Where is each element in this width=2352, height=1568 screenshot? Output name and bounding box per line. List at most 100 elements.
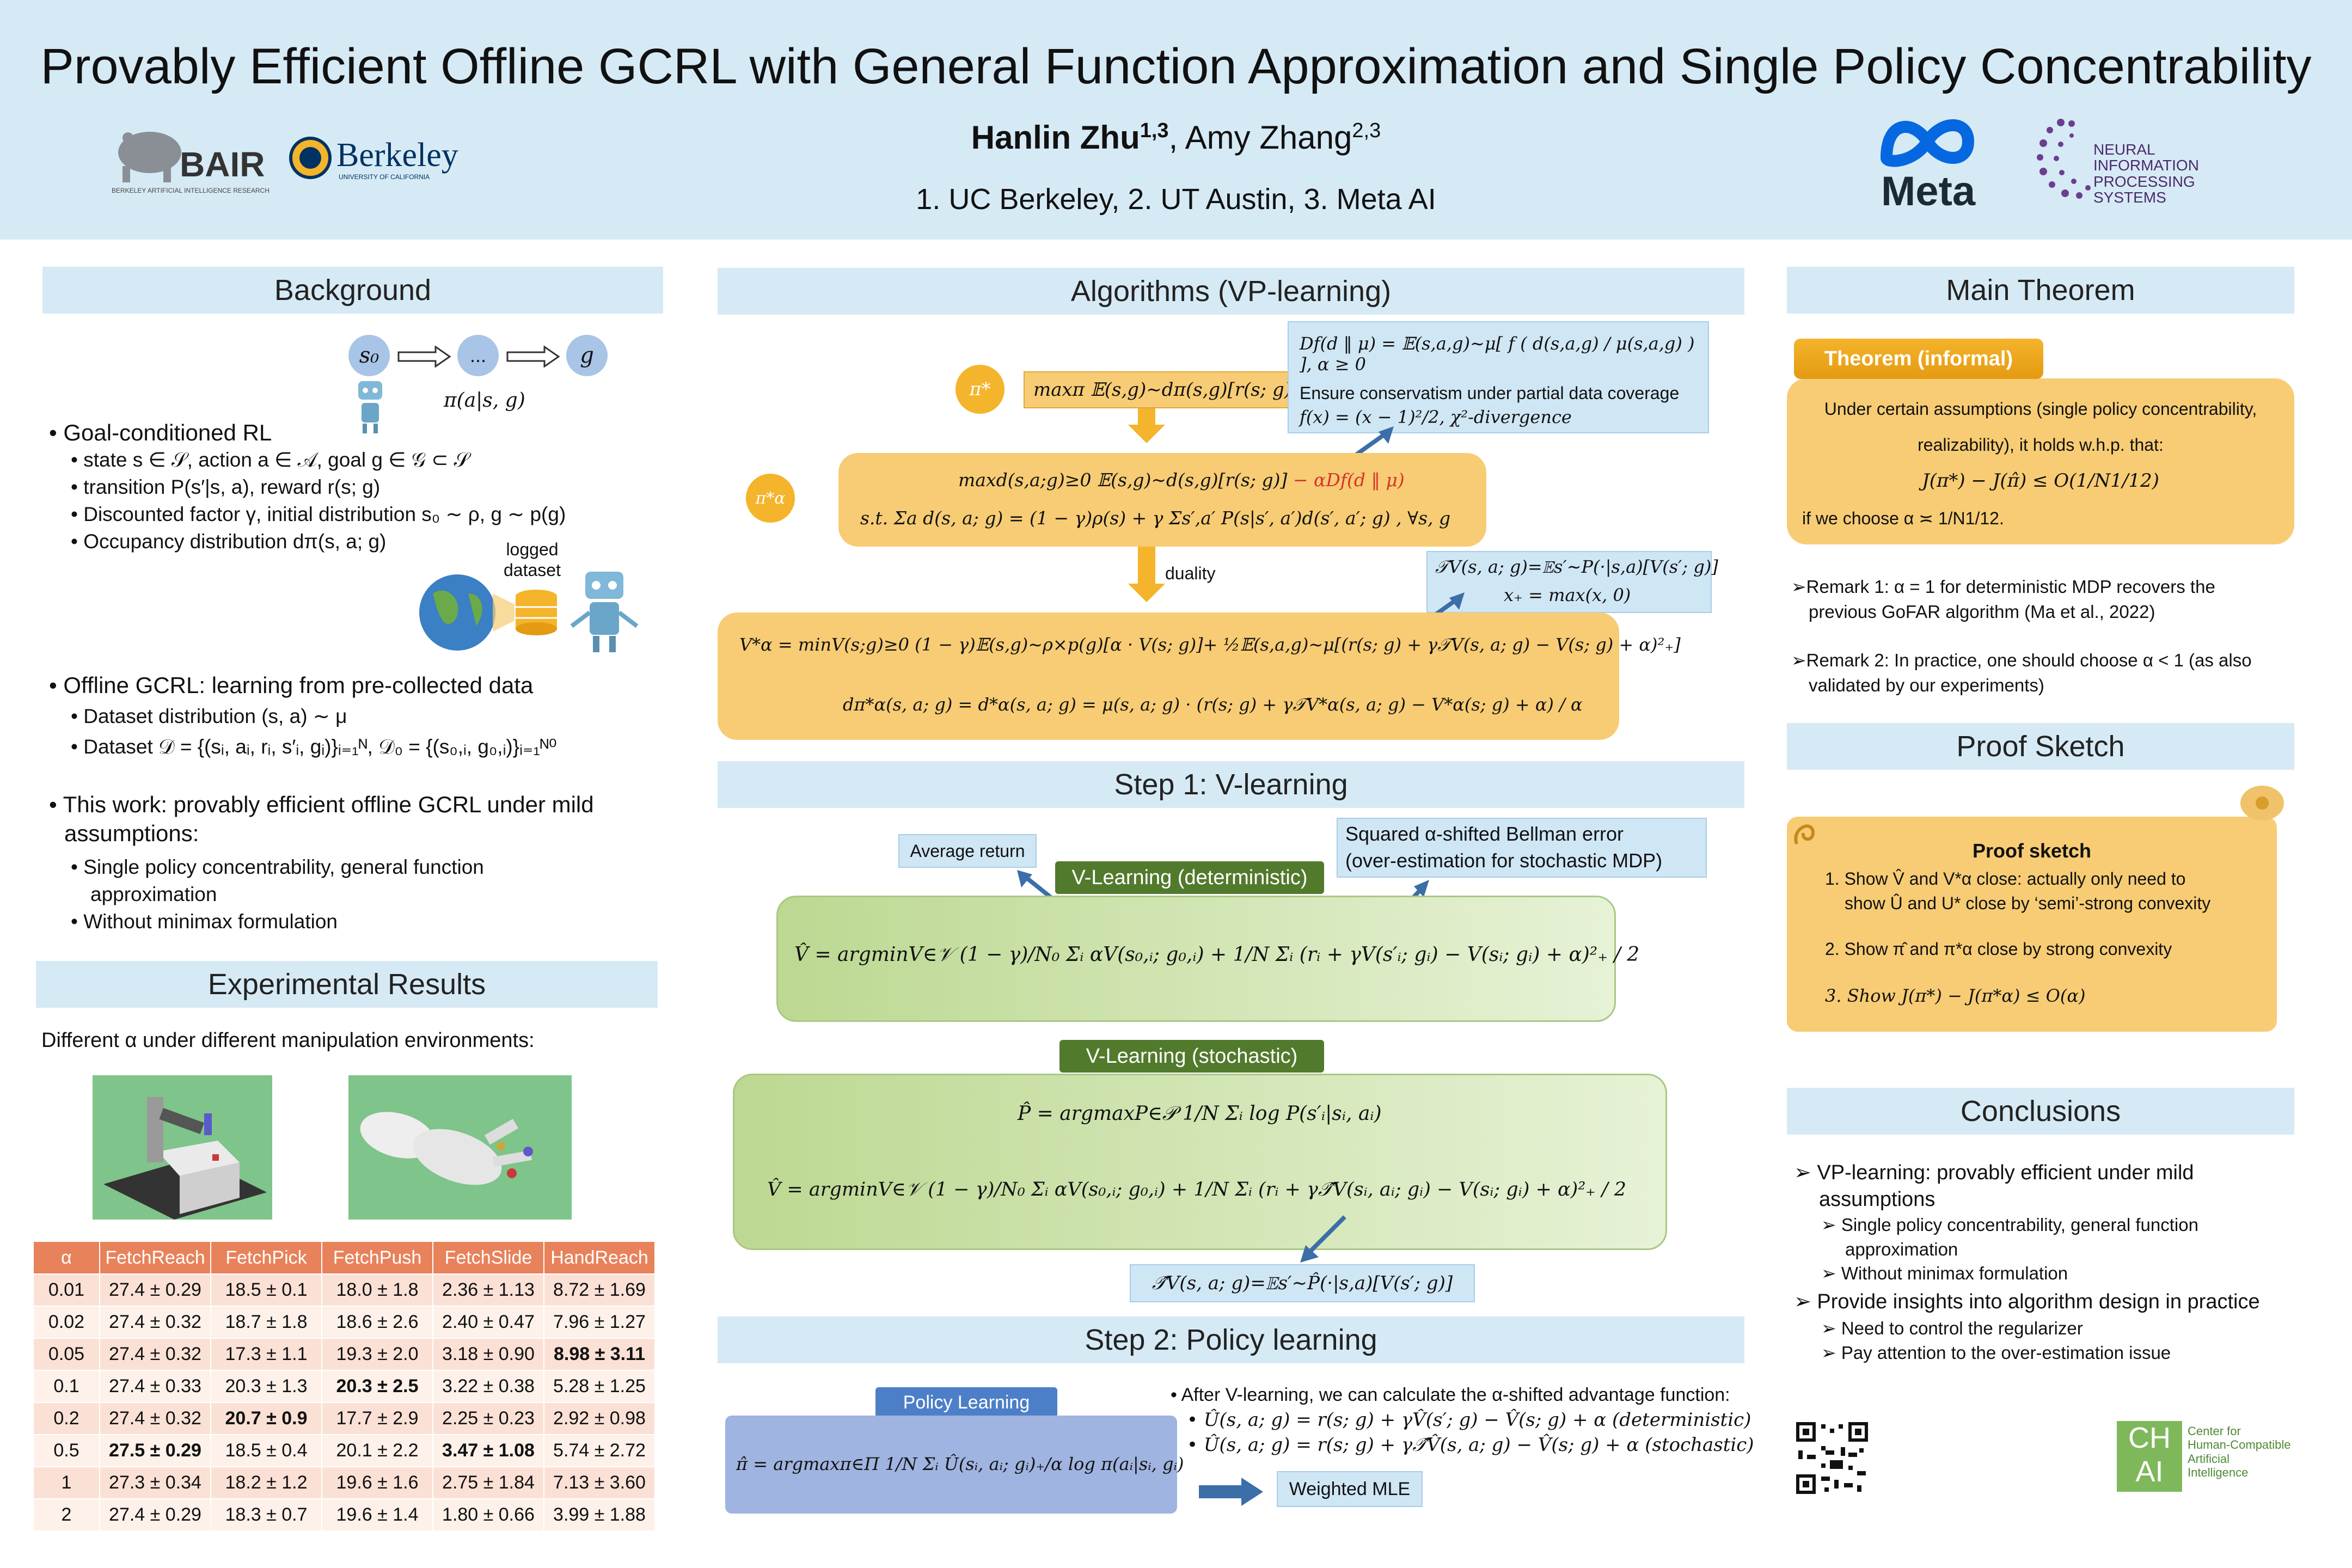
table-cell: 2.25 ± 0.23 [432, 1402, 544, 1435]
robot-agent-icon [358, 381, 382, 433]
table-cell: 27.4 ± 0.33 [99, 1370, 211, 1403]
chevron-right-icon: ➢ [1794, 1161, 1817, 1184]
goal-rl-list: • state s ∈ 𝒮, action a ∈ 𝒜, goal g ∈ 𝒢 … [71, 446, 670, 555]
chai-line: Intelligence [2188, 1465, 2249, 1479]
goal-rl-text: Goal-conditioned RL [63, 420, 272, 445]
table-cell: 2.92 ± 0.98 [543, 1402, 656, 1435]
bair-subtext: BERKELEY ARTIFICIAL INTELLIGENCE RESEARC… [112, 187, 270, 194]
chai-text: Center for Human-Compatible Artificial I… [2188, 1424, 2291, 1479]
list-item-text: state s ∈ 𝒮, action a ∈ 𝒜, goal g ∈ 𝒢 ⊂ … [83, 449, 470, 471]
bair-text: BAIR [180, 145, 265, 184]
table-cell: 0.5 [33, 1434, 100, 1467]
conclusion1-line1: VP-learning: provably efficient under mi… [1817, 1161, 2194, 1184]
list-item-text: Without minimax formulation [1841, 1263, 2068, 1284]
table-cell: 17.7 ± 2.9 [321, 1402, 433, 1435]
list-item-text: Occupancy distribution dπ(s, a; g) [83, 530, 387, 553]
table-cell: 20.7 ± 0.9 [210, 1402, 322, 1435]
table-cell: 18.5 ± 0.1 [210, 1273, 322, 1307]
arrow-shaft [1138, 408, 1155, 427]
table-cell: 0.01 [33, 1273, 100, 1307]
chevron-right-icon: ➢ [1821, 1342, 1841, 1363]
theorem-alpha-choice: if we choose α ≍ 1/N1/12. [1802, 509, 2004, 528]
arrow-shaft [1138, 547, 1155, 585]
v-learning-sto-box: P̂ = argmaxP∈𝒫 1/N Σᵢ log P(s′ᵢ|sᵢ, aᵢ) … [733, 1074, 1667, 1250]
col-fetchpush: FetchPush [321, 1241, 433, 1275]
proof-step1: 1. Show V̂ and V*α close: actually only … [1825, 867, 2210, 916]
dual-problem-box: V*α = minV(s;g)≥0 (1 − γ)𝔼(s,g)∼ρ×p(g)[α… [718, 612, 1681, 740]
pi-alpha-badge: π*α [746, 474, 795, 523]
offline-gcrl-list: • Dataset distribution (s, a) ∼ μ • Data… [71, 701, 670, 762]
advantage-det: Û(s, a; g) = r(s; g) + γV̂(s′; g) − V̂(s… [1203, 1408, 1751, 1431]
qr-code-icon[interactable] [1794, 1420, 1870, 1496]
table-cell: 18.5 ± 0.4 [210, 1434, 322, 1467]
chevron-right-icon: ➢ [1821, 1318, 1841, 1338]
table-cell: 27.4 ± 0.32 [99, 1338, 211, 1371]
table-cell: 7.13 ± 3.60 [543, 1466, 656, 1499]
step1-heading: Step 1: V-learning [718, 761, 1744, 808]
theorem-box: Under certain assumptions (single policy… [1787, 378, 2294, 544]
dual-occupancy: dπ*α(s, a; g) = d*α(s, a; g) = μ(s, a; g… [843, 694, 1583, 715]
table-cell: 3.47 ± 1.08 [432, 1434, 544, 1467]
proof-scroll: Proof sketch 1. Show V̂ and V*α close: a… [1787, 817, 2277, 1032]
list-item: • Û(s, a; g) = r(s; g) + γ𝒯̂V̂(s, a; g) … [1187, 1434, 1754, 1456]
scroll-curl-icon [1794, 824, 1815, 844]
arrow-down-left-icon [1300, 1215, 1346, 1263]
table-header-row: α FetchReach FetchPick FetchPush FetchSl… [33, 1241, 656, 1275]
table-cell: 2.40 ± 0.47 [432, 1306, 544, 1339]
theorem-bound: J(π*) − J(π̂) ≤ O(1/N1/12) [1922, 470, 2159, 492]
poster-title: Provably Efficient Offline GCRL with Gen… [40, 39, 2312, 94]
remark2-line1: Remark 2: In practice, one should choose… [1806, 650, 2252, 670]
theorem-line1: Under certain assumptions (single policy… [1824, 399, 2257, 419]
table-cell: 18.6 ± 2.6 [321, 1306, 433, 1339]
df-definition: Df(d ‖ μ) = 𝔼(s,a,g)∼μ[ f ( d(s,a,g) / μ… [1300, 333, 1695, 375]
table-cell: 2 [33, 1498, 100, 1532]
list-item-text: approximation [90, 883, 217, 905]
primal-objective: maxd(s,a;g)≥0 𝔼(s,g)∼d(s,g)[r(s; g)] − α… [958, 469, 1405, 491]
col-fetchreach: FetchReach [99, 1241, 211, 1275]
chai-line: Human-Compatible [2188, 1438, 2291, 1452]
policy-label: π(a|s, g) [444, 389, 525, 412]
conclusion1: ➢ VP-learning: provably efficient under … [1794, 1160, 2300, 1214]
advantage-sto: Û(s, a; g) = r(s; g) + γ𝒯̂V̂(s, a; g) − … [1203, 1434, 1754, 1456]
fetch-robot-image [93, 1075, 272, 1220]
authors: Hanlin Zhu1,3, Amy Zhang2,3 [0, 119, 2352, 156]
results-table: α FetchReach FetchPick FetchPush FetchSl… [33, 1241, 656, 1532]
table-cell: 18.7 ± 1.8 [210, 1306, 322, 1339]
list-item: • Dataset 𝒟 = {(sᵢ, aᵢ, rᵢ, s′ᵢ, gᵢ)}ᵢ₌₁… [71, 735, 557, 758]
berkeley-seal-icon [289, 137, 332, 179]
pi-star-badge: π* [955, 365, 1004, 414]
remark1: ➢Remark 1: α = 1 for deterministic MDP r… [1791, 574, 2298, 624]
mdp-diagram: s₀ ... g [348, 329, 621, 411]
arrow-right-icon [506, 346, 560, 367]
conclusion1-line2: assumptions [1819, 1188, 1935, 1211]
proof-step1-line2: show Û and U* close by ‘semi’-strong con… [1845, 893, 2211, 913]
bellman-error-note: Squared α-shifted Bellman error (over-es… [1337, 818, 1707, 878]
list-item: • Without minimax formulation [71, 910, 338, 933]
chevron-right-icon: ➢ [1821, 1215, 1841, 1235]
table-cell: 5.28 ± 1.25 [543, 1370, 656, 1403]
dual-objective: V*α = minV(s;g)≥0 (1 − γ)𝔼(s,g)∼ρ×p(g)[α… [739, 634, 1681, 655]
df-note1: Ensure conservatism under partial data c… [1300, 383, 1680, 403]
remark1-line1: Remark 1: α = 1 for deterministic MDP re… [1806, 577, 2215, 597]
list-item: • Occupancy distribution dπ(s, a; g) [71, 530, 387, 553]
chevron-right-icon: ➢ [1821, 1263, 1841, 1284]
header-banner [0, 0, 2352, 240]
conclusions-heading: Conclusions [1787, 1088, 2294, 1135]
table-cell: 18.2 ± 1.2 [210, 1466, 322, 1499]
table-cell: 19.3 ± 2.0 [321, 1338, 433, 1371]
neurips-logo: NEURAL INFORMATION PROCESSING SYSTEMS [2028, 112, 2257, 210]
meta-text: Meta [1881, 168, 1976, 215]
tv-definition: 𝒯V(s, a; g)=𝔼s′∼P(·|s,a)[V(s′; g)] [1435, 556, 1718, 577]
table-cell: 3.22 ± 0.38 [432, 1370, 544, 1403]
table-cell: 19.6 ± 1.4 [321, 1498, 433, 1532]
list-item-text: approximation [1845, 1239, 1958, 1259]
affiliations: 1. UC Berkeley, 2. UT Austin, 3. Meta AI [916, 183, 1436, 216]
list-item-text: Need to control the regularizer [1841, 1318, 2083, 1338]
chai-mark: CH AI [2117, 1421, 2182, 1492]
table-cell: 20.3 ± 1.3 [210, 1370, 322, 1403]
dots-label: ... [469, 344, 486, 366]
